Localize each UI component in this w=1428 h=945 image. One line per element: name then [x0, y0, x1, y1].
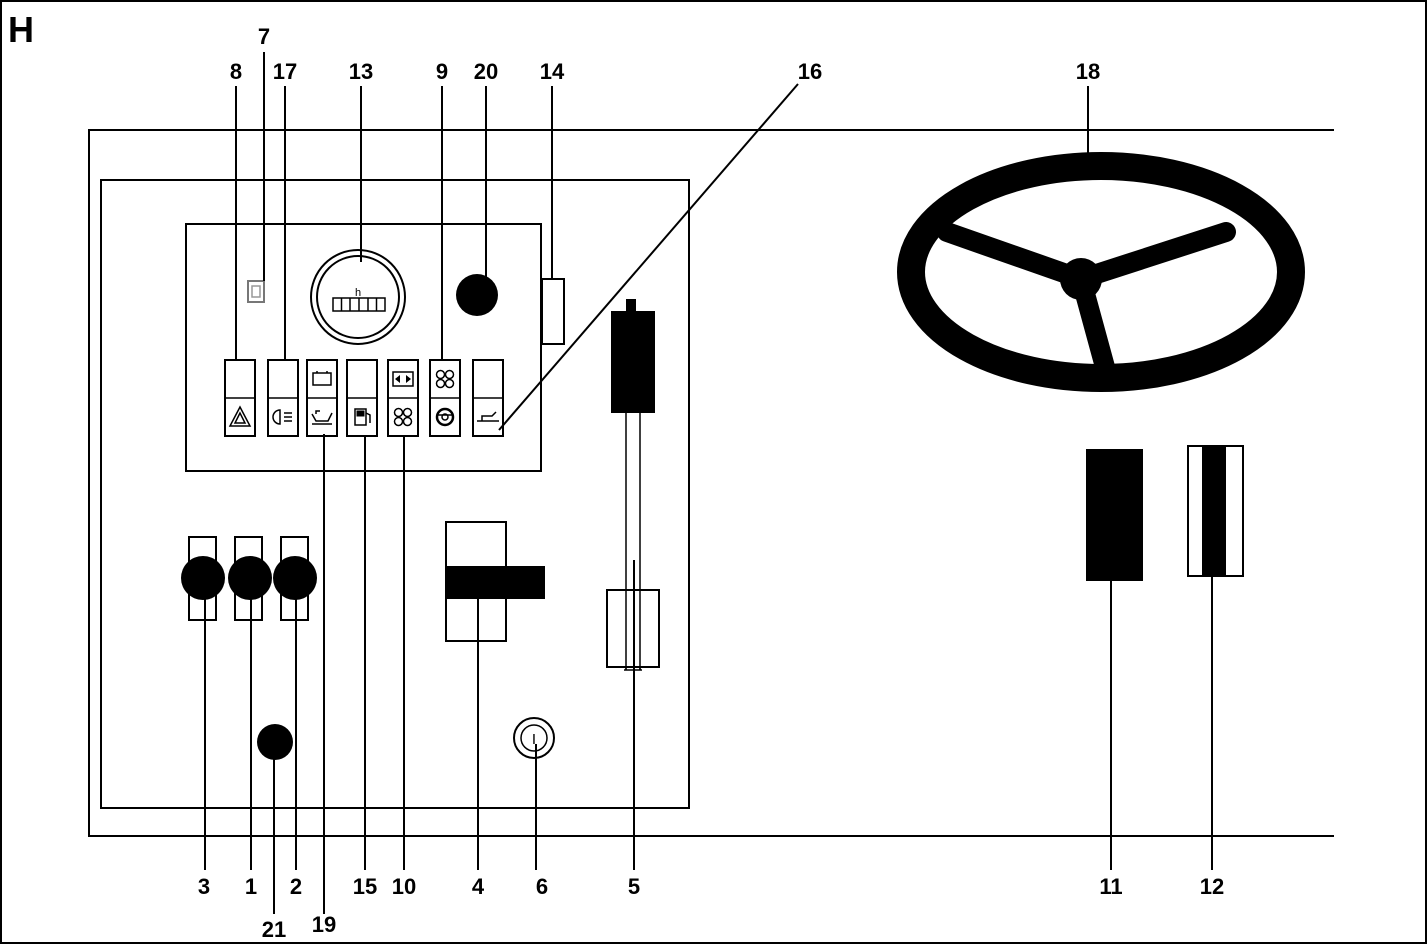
- button-21: [257, 724, 293, 760]
- brake-icon: [435, 407, 455, 427]
- indicator-lamp-7: [247, 280, 265, 303]
- label-10: 10: [392, 874, 416, 899]
- steering-wheel: [897, 152, 1305, 392]
- label-20: 20: [474, 59, 498, 84]
- label-17: 17: [273, 59, 297, 84]
- fan-icon: [393, 407, 413, 427]
- left-control-panel: [100, 179, 690, 809]
- warning-lamp: [306, 359, 338, 437]
- warning-lamp: [472, 359, 504, 437]
- label-8: 8: [230, 59, 242, 84]
- hour-meter: h: [310, 249, 406, 345]
- label-1: 1: [245, 874, 257, 899]
- leader-line: [498, 83, 799, 431]
- warning-lamp: [387, 359, 419, 437]
- label-4: 4: [472, 874, 485, 899]
- label-12: 12: [1200, 874, 1224, 899]
- instrument-cluster: [185, 223, 542, 472]
- hydraulic-oil-icon: [477, 411, 499, 422]
- battery-icon: [312, 371, 332, 386]
- label-7: 7: [258, 24, 270, 49]
- figure-letter: H: [8, 9, 34, 50]
- lever-5: [606, 299, 660, 671]
- label-5: 5: [628, 874, 640, 899]
- knob-20: [456, 274, 498, 316]
- label-18: 18: [1076, 59, 1100, 84]
- label-21: 21: [262, 917, 286, 942]
- label-2: 2: [290, 874, 302, 899]
- switch-knob-1: [228, 556, 272, 600]
- leader-lines: [204, 52, 1213, 914]
- main-panel-outline: [88, 129, 1334, 837]
- oil-can-icon: [311, 410, 333, 425]
- warning-lamp-row: [224, 359, 504, 437]
- label-14: 14: [540, 59, 565, 84]
- label-6: 6: [536, 874, 548, 899]
- label-11: 11: [1099, 874, 1122, 899]
- label-9: 9: [436, 59, 448, 84]
- fuel-pump-icon: [354, 408, 371, 426]
- hazard-triangle-icon: [228, 405, 252, 427]
- label-15: 15: [353, 874, 377, 899]
- switch-knob-3: [181, 556, 225, 600]
- fan-icon: [435, 369, 455, 389]
- turn-signal-icon: [392, 371, 414, 387]
- switch-knob-2: [273, 556, 317, 600]
- ignition-switch-6: I: [513, 717, 555, 759]
- warning-lamp: [224, 359, 256, 437]
- warning-lamp: [267, 359, 299, 437]
- headlight-icon: [272, 409, 292, 425]
- warning-lamp: [429, 359, 461, 437]
- label-16: 16: [798, 59, 822, 84]
- warning-lamp: [346, 359, 378, 437]
- ignition-symbol: I: [532, 731, 536, 748]
- rocker-switches: [181, 536, 317, 621]
- pedal-12: [1187, 445, 1244, 577]
- label-13: 13: [349, 59, 373, 84]
- hour-meter-unit: h: [355, 287, 361, 299]
- side-switch-14: [541, 278, 565, 345]
- label-19: 19: [312, 912, 336, 937]
- pedal-11: [1086, 449, 1143, 581]
- label-3: 3: [198, 874, 210, 899]
- selector-lever-4: [445, 521, 545, 642]
